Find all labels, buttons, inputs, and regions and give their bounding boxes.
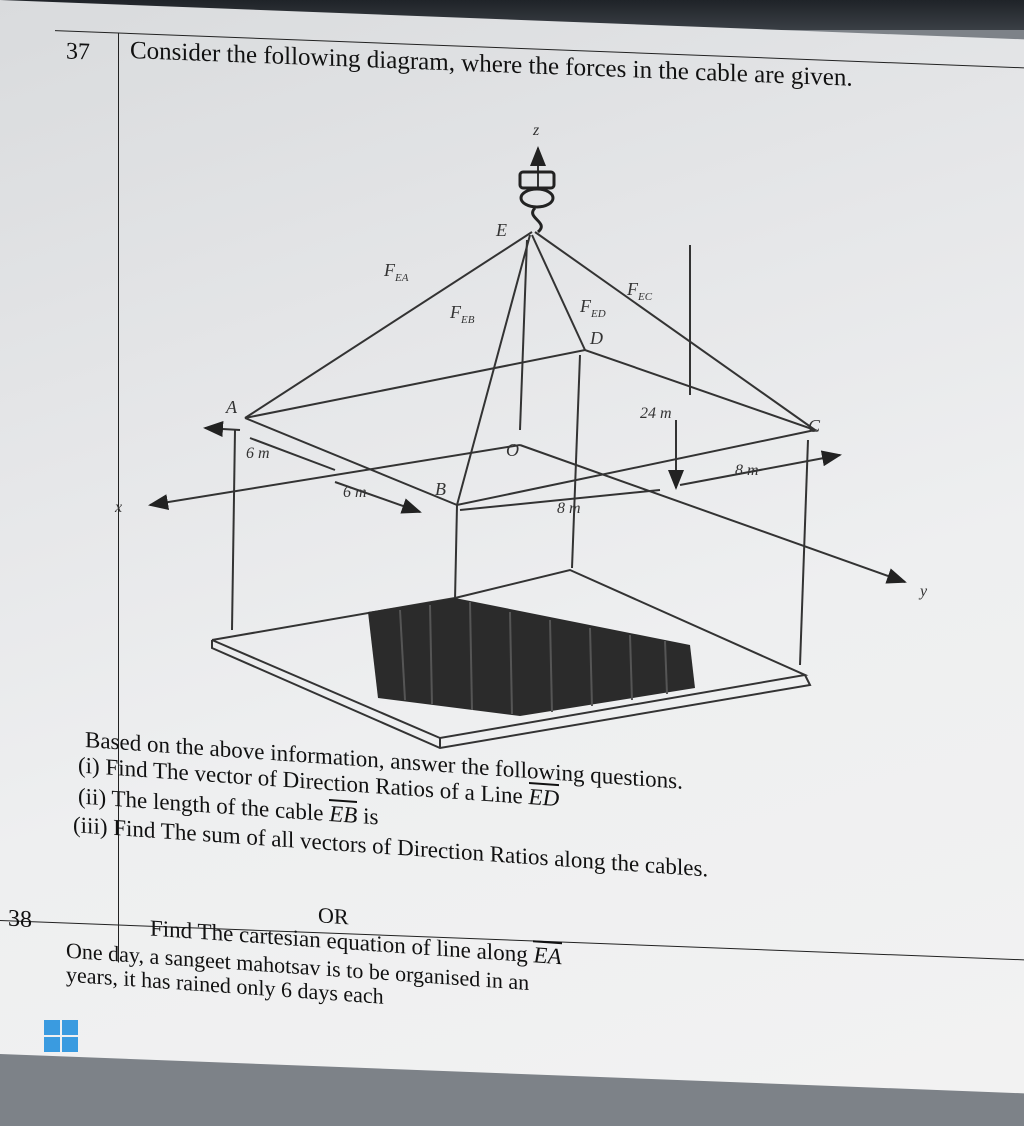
dim-arrow-a (203, 421, 241, 438)
dim-line-6m-a (249, 437, 336, 471)
vector-EA: EA (533, 940, 562, 970)
cable-EB (456, 234, 531, 506)
post-C (799, 439, 809, 666)
part-iii: (iii) Find The sum of all vectors of Dir… (73, 812, 709, 882)
dim-8m-b-label: 8 m (735, 462, 759, 479)
cable-EO (519, 239, 528, 431)
cable-EA (244, 231, 533, 419)
post-D (571, 354, 581, 569)
windows-start-icon[interactable] (44, 1020, 80, 1054)
cable-force-diagram: z x y E A B C D O FEA FEB FED FEC 6 m 6 … (114, 122, 928, 750)
z-label: z (532, 122, 540, 139)
point-C-label: C (808, 416, 821, 436)
dim-line-8m-b (679, 450, 842, 486)
force-ED-label: FED (579, 296, 606, 320)
x-label: x (114, 499, 122, 516)
point-A-label: A (225, 397, 238, 417)
or-divider: OR (318, 902, 349, 930)
force-EA-label: FEA (383, 260, 409, 284)
question-38-number: 38 (8, 905, 32, 934)
top-rectangle (244, 348, 819, 507)
post-A (231, 429, 236, 631)
load-crate (368, 598, 695, 716)
cable-ED (531, 234, 586, 351)
dim-8m-a-label: 8 m (557, 500, 581, 517)
dim-6m-b-label: 6 m (343, 484, 367, 501)
post-B (454, 504, 458, 601)
force-EB-label: FEB (449, 302, 475, 326)
y-label: y (918, 583, 928, 600)
point-E-label: E (495, 220, 507, 240)
dim-line-6m-b (334, 481, 422, 514)
dim-line-8m-a (459, 489, 661, 511)
point-B-label: B (435, 479, 446, 499)
point-D-label: D (589, 328, 603, 348)
hook-icon (518, 170, 556, 234)
dim-6m-a-label: 6 m (246, 445, 270, 462)
vector-EB: EB (329, 799, 358, 828)
dim-24m-label: 24 m (640, 405, 672, 422)
x-axis (148, 444, 521, 511)
y-axis (519, 444, 907, 584)
vector-ED: ED (528, 781, 560, 812)
cable-EC (534, 231, 816, 431)
force-EC-label: FEC (626, 279, 653, 303)
point-O-label: O (506, 440, 519, 460)
